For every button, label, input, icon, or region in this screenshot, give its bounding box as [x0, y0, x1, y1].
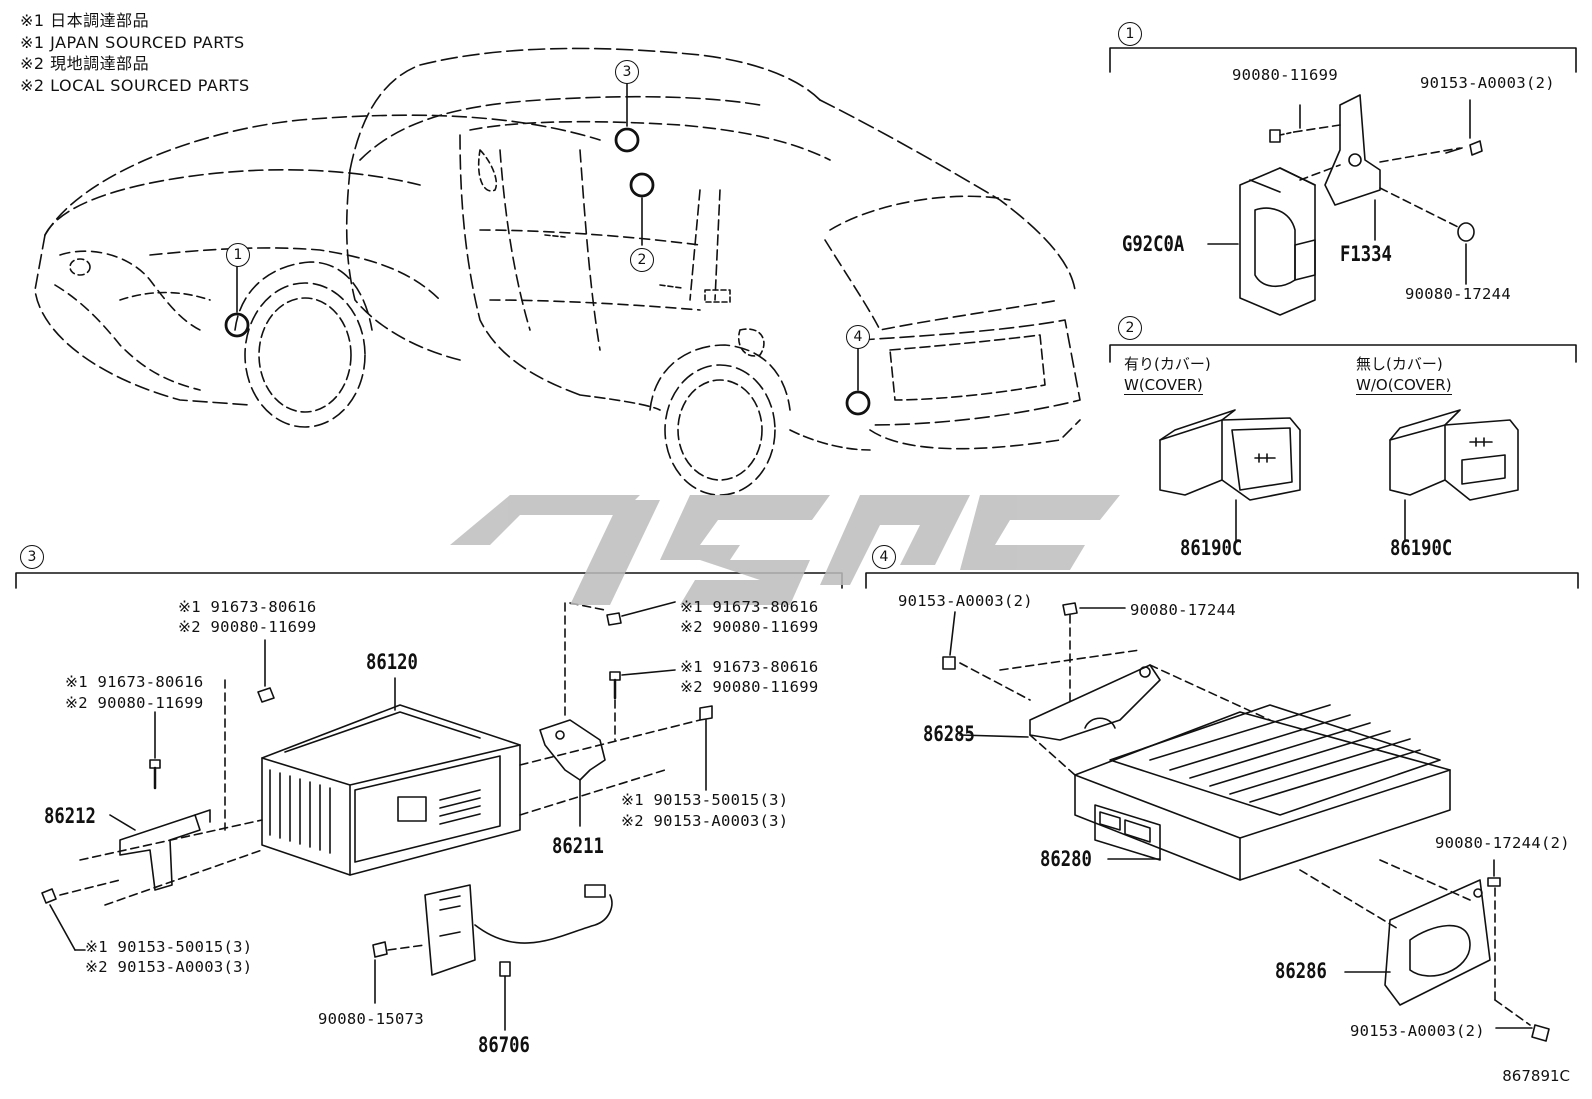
- vehicle-callout-1[interactable]: 1: [226, 243, 250, 267]
- part-number[interactable]: ※2 90153-A0003(3): [85, 958, 253, 976]
- part-number[interactable]: ※1 91673-80616: [178, 598, 317, 616]
- variant-label: W(COVER): [1124, 376, 1203, 395]
- part-number[interactable]: G92C0A: [1122, 232, 1185, 256]
- part-number[interactable]: ※2 90080-11699: [680, 678, 819, 696]
- section3-artwork: [41, 601, 713, 1031]
- part-number[interactable]: 86190C: [1390, 536, 1453, 560]
- part-number[interactable]: ※1 91673-80616: [65, 673, 204, 691]
- part-number[interactable]: ※1 90153-50015(3): [85, 938, 253, 956]
- part-number[interactable]: ※2 90080-11699: [65, 694, 204, 712]
- part-number[interactable]: 86286: [1275, 959, 1327, 983]
- note-line: ※2 現地調達部品: [20, 54, 150, 73]
- variant-label-jp: 無し(カバー): [1356, 355, 1443, 373]
- part-number[interactable]: 90080-17244(2): [1435, 834, 1570, 852]
- variant-label-jp: 有り(カバー): [1124, 355, 1211, 373]
- part-number[interactable]: ※2 90153-A0003(3): [621, 812, 789, 830]
- section2-artwork: [1159, 409, 1519, 541]
- section-3-number: 3: [20, 545, 44, 569]
- part-number[interactable]: 90080-17244: [1130, 601, 1236, 619]
- part-number[interactable]: ※1 91673-80616: [680, 598, 819, 616]
- part-number[interactable]: ※2 90080-11699: [680, 618, 819, 636]
- part-number[interactable]: F1334: [1340, 242, 1392, 266]
- part-number[interactable]: 86285: [923, 722, 975, 746]
- section-4-number: 4: [872, 545, 896, 569]
- section1-artwork: [1207, 94, 1483, 316]
- diagram-reference-code: 867891C: [1502, 1067, 1570, 1085]
- section4-artwork: [942, 602, 1550, 1042]
- section-1-number: 1: [1118, 22, 1142, 46]
- variant-label: W/O(COVER): [1356, 376, 1452, 395]
- part-number[interactable]: ※2 90080-11699: [178, 618, 317, 636]
- part-number[interactable]: 90080-17244: [1405, 285, 1511, 303]
- part-number[interactable]: 86706: [478, 1033, 530, 1057]
- sourcing-notes: ※1 日本調達部品 ※1 JAPAN SOURCED PARTS ※2 現地調達…: [20, 10, 250, 96]
- part-number[interactable]: ※1 91673-80616: [680, 658, 819, 676]
- note-line: ※1 JAPAN SOURCED PARTS: [20, 32, 245, 52]
- vehicle-callout-2[interactable]: 2: [630, 248, 654, 272]
- vehicle-callout-4[interactable]: 4: [846, 325, 870, 349]
- part-number[interactable]: 90153-A0003(2): [1350, 1022, 1485, 1040]
- section-2-number: 2: [1118, 316, 1142, 340]
- watermark-graphic: [450, 495, 1120, 605]
- part-number[interactable]: 90153-A0003(2): [1420, 74, 1555, 92]
- part-number[interactable]: 86190C: [1180, 536, 1243, 560]
- part-number[interactable]: 90080-15073: [318, 1010, 424, 1028]
- part-number[interactable]: 90080-11699: [1232, 66, 1338, 84]
- part-number[interactable]: ※1 90153-50015(3): [621, 791, 789, 809]
- note-line: ※1 日本調達部品: [20, 11, 150, 30]
- part-number[interactable]: 90153-A0003(2): [898, 592, 1033, 610]
- vehicle-callout-3[interactable]: 3: [615, 60, 639, 84]
- part-number[interactable]: 86280: [1040, 847, 1092, 871]
- part-number[interactable]: 86120: [366, 650, 418, 674]
- vehicle-illustration: [34, 47, 1081, 496]
- note-line: ※2 LOCAL SOURCED PARTS: [20, 75, 250, 95]
- part-number[interactable]: 86212: [44, 804, 96, 828]
- part-number[interactable]: 86211: [552, 834, 604, 858]
